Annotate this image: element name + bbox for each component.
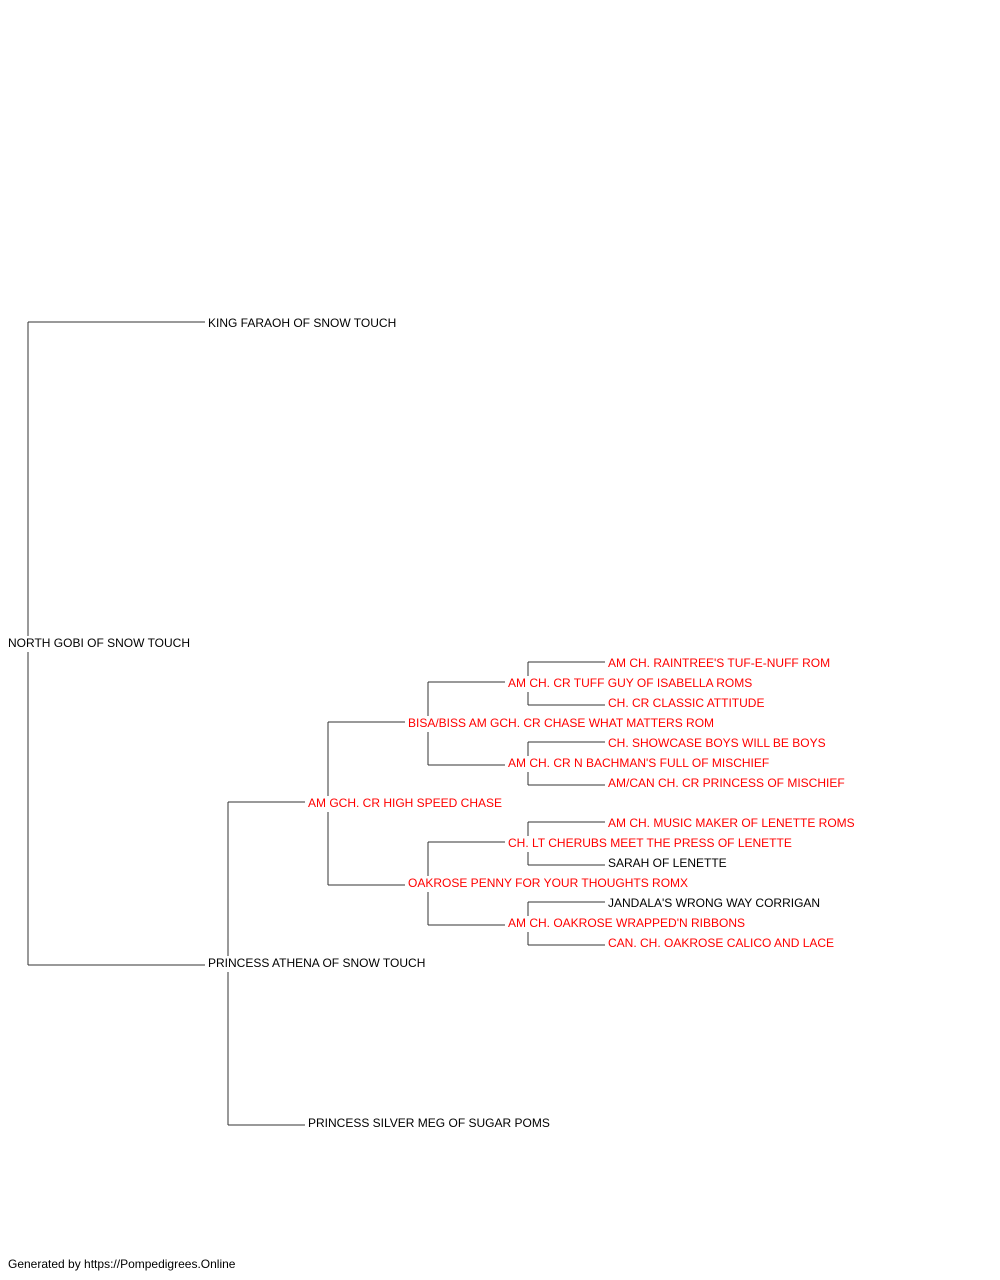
g4-name-2: AM CH. CR N BACHMAN'S FULL OF MISCHIEF — [508, 756, 769, 770]
pedigree-connector-lines — [27, 321, 605, 1126]
dam-sire-name: AM GCH. CR HIGH SPEED CHASE — [308, 796, 502, 810]
g4-name-1: AM CH. CR TUFF GUY OF ISABELLA ROMS — [508, 676, 752, 690]
sire-name: KING FARAOH OF SNOW TOUCH — [208, 316, 396, 330]
g5-dam-name-2: AM/CAN CH. CR PRINCESS OF MISCHIEF — [608, 776, 845, 790]
g4-name-4: AM CH. OAKROSE WRAPPED'N RIBBONS — [508, 916, 745, 930]
g5-sire-name-1: AM CH. RAINTREE'S TUF-E-NUFF ROM — [608, 656, 830, 670]
g5-sire-name-2: CH. SHOWCASE BOYS WILL BE BOYS — [608, 736, 826, 750]
footer-credit: Generated by https://Pompedigrees.Online — [8, 1257, 236, 1271]
pedigree-labels: NORTH GOBI OF SNOW TOUCH KING FARAOH OF S… — [8, 316, 855, 1130]
dam-dam-name: PRINCESS SILVER MEG OF SUGAR POMS — [308, 1116, 550, 1130]
g3-sire-name: BISA/BISS AM GCH. CR CHASE WHAT MATTERS … — [408, 716, 714, 730]
g5-dam-name-1: CH. CR CLASSIC ATTITUDE — [608, 696, 764, 710]
g5-dam-name-3: SARAH OF LENETTE — [608, 856, 727, 870]
g5-dam-name-4: CAN. CH. OAKROSE CALICO AND LACE — [608, 936, 834, 950]
g5-sire-name-3: AM CH. MUSIC MAKER OF LENETTE ROMS — [608, 816, 855, 830]
dam-name: PRINCESS ATHENA OF SNOW TOUCH — [208, 956, 425, 970]
g3-dam-name: OAKROSE PENNY FOR YOUR THOUGHTS ROMX — [408, 876, 688, 890]
g4-name-3: CH. LT CHERUBS MEET THE PRESS OF LENETTE — [508, 836, 792, 850]
g5-sire-name-4: JANDALA'S WRONG WAY CORRIGAN — [608, 896, 820, 910]
subject-name: NORTH GOBI OF SNOW TOUCH — [8, 636, 190, 650]
